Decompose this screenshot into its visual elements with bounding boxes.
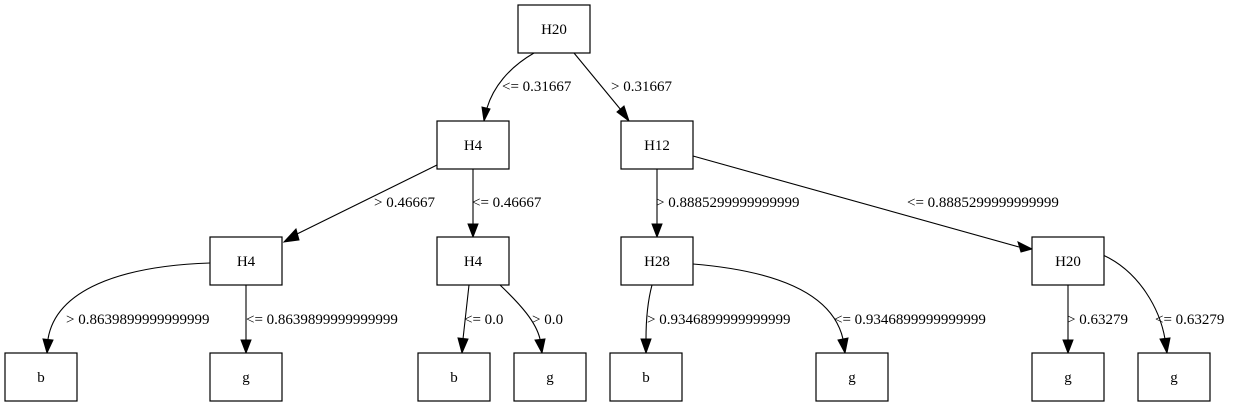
edge-label-h20r-g2: <= 0.63279 — [1155, 312, 1224, 328]
edge-h12-to-h28 — [651, 169, 663, 239]
leaf-node-4: g — [513, 352, 587, 402]
edge-h28-to-g — [692, 263, 849, 355]
edge-h20r-to-g1 — [1062, 285, 1074, 355]
edge-label-ll-b: > 0.8639899999999999 — [66, 312, 209, 328]
node-label: H4 — [464, 254, 483, 270]
edge-label-h12-h20: <= 0.8885299999999999 — [907, 195, 1059, 211]
node-label: H20 — [541, 22, 567, 38]
leaf-label: g — [1170, 370, 1178, 386]
edge-h4ll-to-g — [240, 285, 252, 355]
node-h28: H28 — [620, 236, 694, 286]
leaf-label: g — [848, 370, 856, 386]
edge-label-root-right: > 0.31667 — [611, 79, 672, 95]
leaf-node-6: g — [815, 352, 889, 402]
leaf-node-7: g — [1031, 352, 1105, 402]
leaf-node-1: b — [4, 352, 78, 402]
node-h12: H12 — [620, 120, 694, 170]
edge-h4-to-h4-ll — [282, 164, 438, 243]
edge-label-ll-g: <= 0.8639899999999999 — [246, 312, 398, 328]
edge-h4-to-h4-lr — [467, 169, 479, 239]
edge-label-h28-b: > 0.9346899999999999 — [647, 312, 790, 328]
edge-label-h4-ll: > 0.46667 — [374, 195, 435, 211]
edge-label-root-left: <= 0.31667 — [502, 79, 572, 95]
leaf-label: b — [642, 370, 650, 386]
edge-h12-to-h20 — [692, 155, 1034, 253]
node-root-h20: H20 — [517, 4, 591, 54]
edge-root-to-h4 — [481, 52, 535, 123]
node-h4-lower-left: H4 — [209, 236, 283, 286]
node-label: H4 — [237, 254, 256, 270]
node-label: H28 — [644, 254, 670, 270]
edge-h4lr-to-b — [457, 284, 470, 355]
leaf-node-5: b — [609, 352, 683, 402]
edge-label-h12-h28: > 0.8885299999999999 — [656, 195, 799, 211]
leaf-label: g — [546, 370, 554, 386]
edge-h20r-to-g2 — [1102, 254, 1171, 355]
edge-label-h4-lr: <= 0.46667 — [472, 195, 542, 211]
leaf-node-2: g — [209, 352, 283, 402]
leaf-label: b — [450, 370, 458, 386]
leaf-label: g — [1064, 370, 1072, 386]
node-h4-lower-right: H4 — [436, 236, 510, 286]
edge-h4ll-to-b — [42, 262, 211, 355]
edge-label-lr-g: > 0.0 — [532, 312, 563, 328]
leaf-label: b — [37, 370, 45, 386]
node-label: H12 — [644, 138, 670, 154]
node-label: H4 — [464, 138, 483, 154]
edge-label-lr-b: <= 0.0 — [464, 312, 503, 328]
edge-label-h20r-g1: > 0.63279 — [1067, 312, 1128, 328]
node-label: H20 — [1055, 254, 1081, 270]
leaf-node-8: g — [1137, 352, 1211, 402]
node-h4-left: H4 — [436, 120, 510, 170]
leaf-label: g — [242, 370, 250, 386]
edge-h4lr-to-g — [499, 284, 546, 355]
edge-label-h28-g: <= 0.9346899999999999 — [834, 312, 986, 328]
edge-h28-to-b — [640, 284, 653, 355]
node-h20-right: H20 — [1031, 236, 1105, 286]
edge-root-to-h12 — [573, 52, 630, 123]
leaf-node-3: b — [417, 352, 491, 402]
